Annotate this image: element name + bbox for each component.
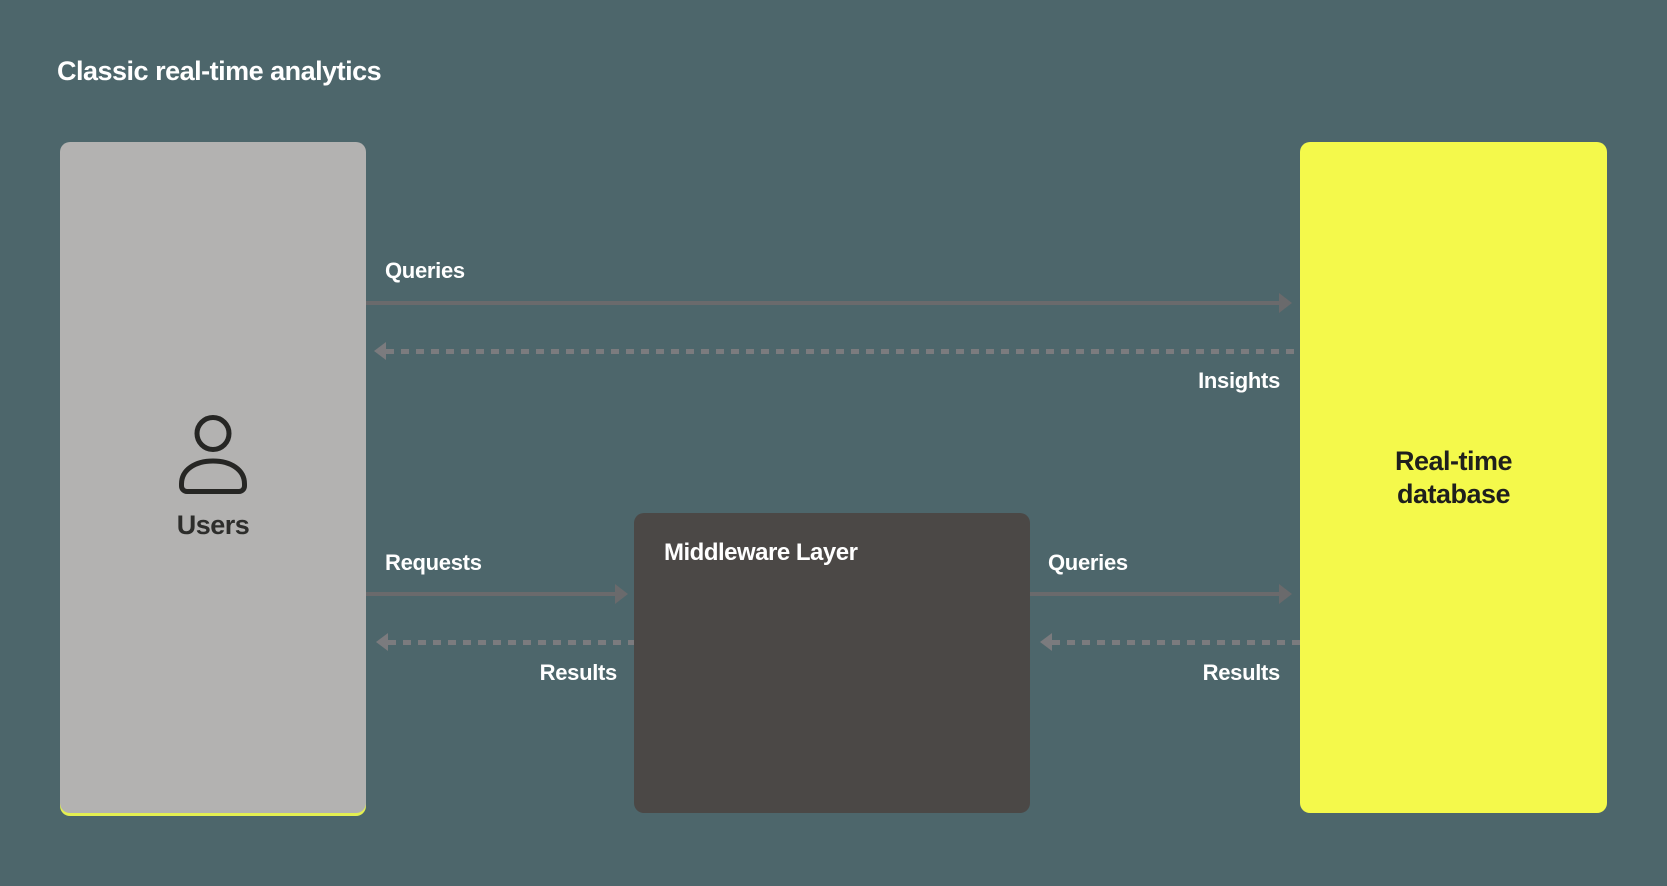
edge-line-users-to-mw xyxy=(366,592,615,596)
node-middleware: Middleware Layer xyxy=(634,513,1030,813)
edge-label-queries-mw-to-db: Queries xyxy=(1048,550,1128,575)
node-database-label: Real-time database xyxy=(1394,446,1513,509)
edge-line-db-to-mw xyxy=(1052,640,1300,645)
node-database: Real-time database xyxy=(1300,142,1607,813)
edge-line-db-to-users xyxy=(386,349,1300,354)
node-users-label: Users xyxy=(176,509,250,540)
arrowhead-left-icon xyxy=(376,633,388,651)
edge-label-results-db-to-mw: Results xyxy=(1202,660,1281,685)
arrowhead-left-icon xyxy=(374,342,386,360)
edge-label-insights-db-to-users: Insights xyxy=(1198,368,1280,393)
arrowhead-right-icon xyxy=(615,584,628,604)
edge-label-requests-users-to-mw: Requests xyxy=(385,550,482,575)
edge-line-mw-to-users xyxy=(388,640,634,645)
user-icon xyxy=(179,414,247,494)
arrowhead-right-icon xyxy=(1279,293,1292,313)
edge-label-queries-users-to-db: Queries xyxy=(385,258,465,283)
arrowhead-left-icon xyxy=(1040,633,1052,651)
edge-label-results-mw-to-users: Results xyxy=(539,660,618,685)
arrowhead-right-icon xyxy=(1279,584,1292,604)
diagram-title: Classic real-time analytics xyxy=(57,56,382,86)
node-middleware-label: Middleware Layer xyxy=(664,539,858,566)
edge-line-users-to-db xyxy=(366,301,1279,305)
edge-line-mw-to-db xyxy=(1030,592,1279,596)
node-users: Users xyxy=(60,142,366,813)
